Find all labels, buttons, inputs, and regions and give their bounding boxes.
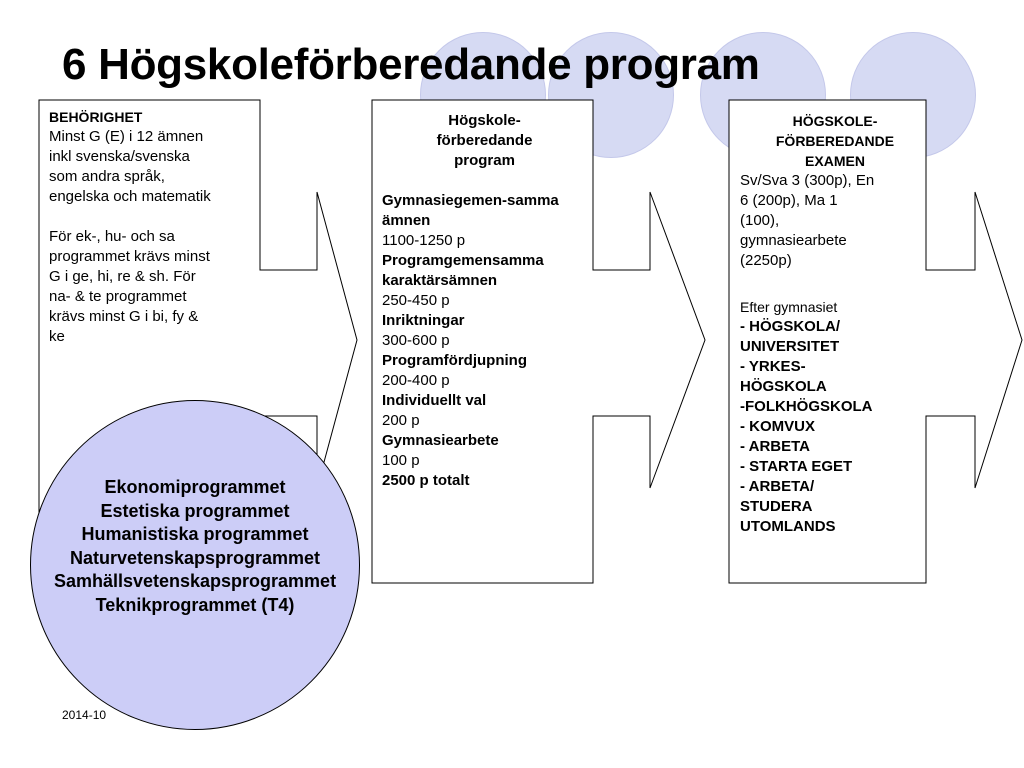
eligibility-line: För ek-, hu- och sa <box>49 228 175 245</box>
arrow-2 <box>371 99 706 584</box>
exam-box: HÖGSKOLE- FÖRBEREDANDE EXAMEN Sv/Sva 3 (30… <box>740 111 930 537</box>
program-name: Samhällsvetenskapsprogrammet <box>53 571 337 591</box>
program-circle <box>30 400 360 730</box>
after-school-option: UTOMLANDS <box>740 518 836 535</box>
after-school-label: Efter gymnasiet <box>740 299 838 315</box>
eligibility-line: engelska och matematik <box>49 188 211 205</box>
eligibility-heading: BEHÖRIGHET <box>49 109 143 125</box>
program-heading-line: förberedande <box>436 132 533 149</box>
exam-requirements: Sv/Sva 3 (300p), En 6 (200p), Ma 1 (100), g… <box>740 171 930 271</box>
exam-heading-line: HÖGSKOLE- <box>792 113 878 129</box>
after-school-option: UNIVERSITET <box>740 338 840 355</box>
eligibility-line: na- & te programmet <box>49 288 187 305</box>
exam-box-heading: HÖGSKOLE- FÖRBEREDANDE EXAMEN <box>740 111 930 171</box>
eligibility-line: ke <box>49 328 65 345</box>
credit-item-value: 1100-1250 p <box>382 232 466 249</box>
after-school-option: -FOLKHÖGSKOLA <box>740 398 873 415</box>
credit-item-value: 250-450 p <box>382 292 450 309</box>
credit-item-label: Gymnasiearbete <box>382 432 499 449</box>
program-total: 2500 p totalt <box>382 472 470 489</box>
program-name: Naturvetenskapsprogrammet <box>69 547 321 568</box>
after-school-options: - HÖGSKOLA/UNIVERSITET - YRKES- HÖGSKOLA -F… <box>740 317 930 537</box>
eligibility-line: G i ge, hi, re & sh. För <box>49 268 196 285</box>
after-school-option: STUDERA <box>740 498 813 515</box>
program-credits-list: Gymnasiegemen-samma ämnen 1100-1250 p Prog… <box>382 191 587 471</box>
eligibility-line: som andra språk, <box>49 168 165 185</box>
credit-item-label: Individuellt val <box>382 392 487 409</box>
exam-line: 6 (200p), Ma 1 <box>740 192 838 209</box>
eligibility-line: krävs minst G i bi, fy & <box>49 308 199 325</box>
credit-item-label: Gymnasiegemen-samma ämnen <box>382 192 559 229</box>
footer-date: 2014-10 <box>62 708 107 722</box>
after-school-option: HÖGSKOLA <box>740 378 827 395</box>
credit-item-value: 200-400 p <box>382 372 450 389</box>
eligibility-box: BEHÖRIGHET Minst G (E) i 12 ämnen inkl sv… <box>49 107 264 347</box>
exam-heading-line: EXAMEN <box>805 153 865 169</box>
credit-item-label: Programfördjupning <box>382 352 527 369</box>
credit-item-value: 100 p <box>382 452 420 469</box>
program-heading-line: program <box>454 152 515 169</box>
eligibility-line: programmet krävs minst <box>49 248 210 265</box>
after-school-option: - YRKES- <box>740 358 806 375</box>
exam-heading-line: FÖRBEREDANDE <box>775 133 895 149</box>
credit-item-label: Inriktningar <box>382 312 465 329</box>
credit-item-label: Programgemensamma karaktärsämnen <box>382 252 544 289</box>
program-name: Ekonomiprogrammet <box>104 477 286 497</box>
eligibility-line: inkl svenska/svenska <box>49 148 190 165</box>
eligibility-text: Minst G (E) i 12 ämnen inkl svenska/svens… <box>49 127 264 347</box>
after-school-option: - STARTA EGET <box>740 458 853 475</box>
program-name: Estetiska programmet <box>100 500 290 521</box>
after-school-option: - HÖGSKOLA/ <box>740 318 840 335</box>
exam-line: gymnasiearbete <box>740 232 847 249</box>
program-name: Humanistiska programmet <box>81 524 309 544</box>
program-box: Högskole-förberedande program Gymnasiegem… <box>382 111 587 491</box>
exam-line: (100), <box>740 212 780 229</box>
program-box-heading: Högskole-förberedande program <box>382 111 587 171</box>
program-name: Teknikprogrammet (T4) <box>95 594 295 615</box>
exam-line: (2250p) <box>740 252 792 269</box>
after-school-option: - ARBETA/ <box>740 478 815 495</box>
eligibility-line <box>49 207 264 227</box>
slide-title: 6 Högskoleförberedande program <box>62 40 760 89</box>
credit-item-value: 300-600 p <box>382 332 450 349</box>
after-school-option: - ARBETA <box>740 438 810 455</box>
credit-item-value: 200 p <box>382 412 420 429</box>
exam-line: Sv/Sva 3 (300p), En <box>740 172 875 189</box>
after-school-option: - KOMVUX <box>740 418 815 435</box>
program-heading-line: Högskole- <box>448 112 521 129</box>
arrow-3 <box>728 99 1023 584</box>
eligibility-line: Minst G (E) i 12 ämnen <box>49 128 204 145</box>
